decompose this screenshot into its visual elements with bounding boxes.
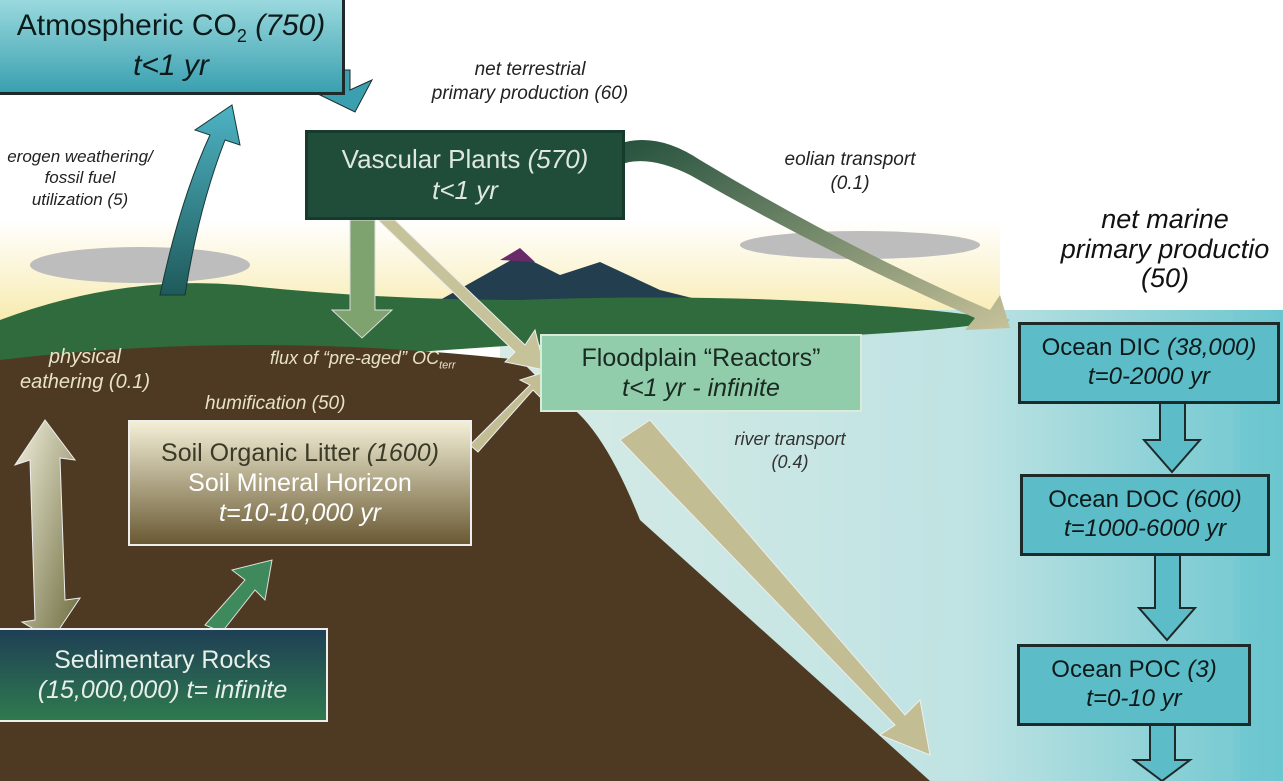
humification-label: humification (50) xyxy=(205,393,346,414)
river-transport-label: river transport(0.4) xyxy=(734,429,846,472)
litterfall-arrow xyxy=(330,219,394,339)
cloud xyxy=(740,231,980,259)
ocean-dic-box: Ocean DIC (38,000) t=0-2000 yr xyxy=(1018,322,1280,404)
ocean-poc-box: Ocean POC (3) t=0-10 yr xyxy=(1017,644,1251,726)
soil-organic-box: Soil Organic Litter (1600) Soil Mineral … xyxy=(128,420,472,546)
vascular-plants-box: Vascular Plants (570) t<1 yr xyxy=(305,130,625,220)
ocean-doc-box: Ocean DOC (600) t=1000-6000 yr xyxy=(1020,474,1270,556)
floodplain-box: Floodplain “Reactors” t<1 yr - infinite xyxy=(540,334,862,412)
eolian-label: eolian transport(0.1) xyxy=(784,149,916,194)
river-transport-arrow xyxy=(619,419,931,756)
mountains xyxy=(440,255,700,300)
kerogen-weathering-arrow xyxy=(159,104,241,296)
preaged-flux-label: flux of “pre-aged” OCterr xyxy=(270,348,456,372)
atmospheric-co2-box: Atmospheric CO2 (750) t<1 yr xyxy=(0,0,345,95)
ocean-down-arrows xyxy=(1131,401,1203,781)
sediment-to-soil-arrow xyxy=(204,559,273,633)
eolian-arrow xyxy=(590,140,1010,330)
sedimentary-rocks-box: Sedimentary Rocks (15,000,000) t= infini… xyxy=(0,628,328,722)
cloud xyxy=(30,247,250,283)
